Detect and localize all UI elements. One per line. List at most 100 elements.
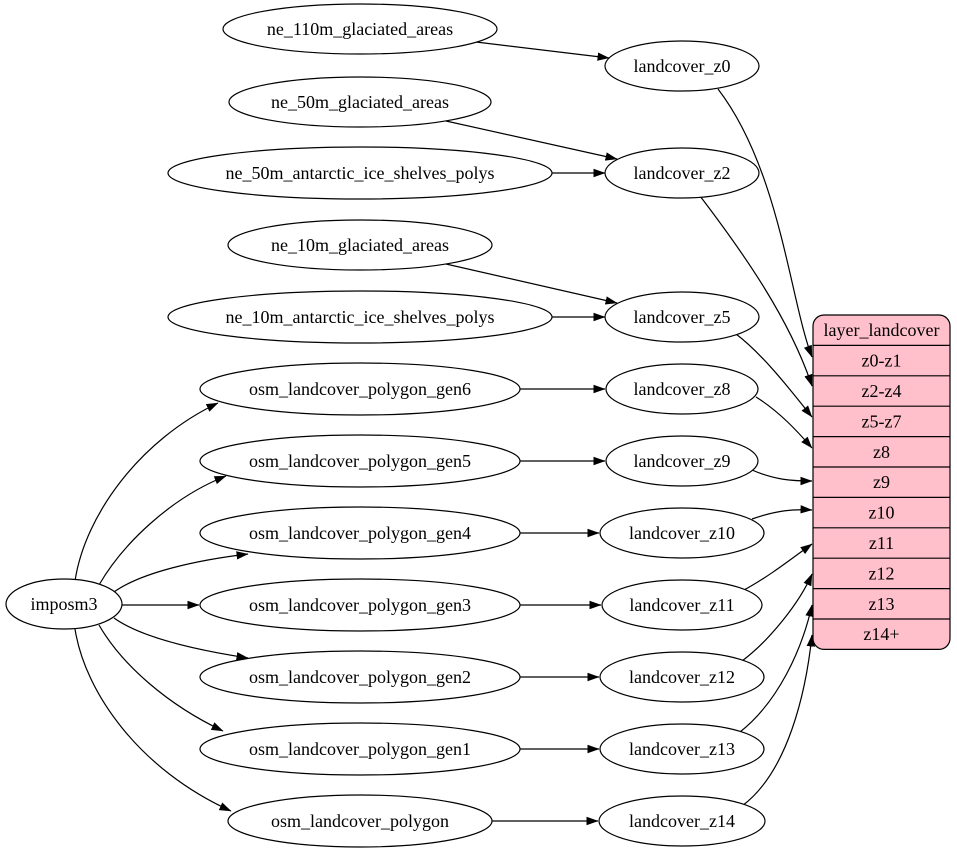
node-ellipse-imposm3 bbox=[5, 578, 123, 630]
node-ellipse-landcover_z11 bbox=[601, 579, 763, 631]
node-label-ne_110m_glaciated_areas: ne_110m_glaciated_areas bbox=[267, 19, 453, 39]
edge-landcover_z10-to-layer_landcover-z10 bbox=[751, 505, 813, 520]
edge-imposm3-to-osm_landcover_polygon_gen2 bbox=[113, 617, 249, 661]
node-label-osm_landcover_polygon: osm_landcover_polygon bbox=[271, 811, 449, 831]
edge-landcover_z14-to-layer_landcover-z14+ bbox=[741, 634, 815, 807]
edge-imposm3-to-osm_landcover_polygon bbox=[74, 628, 232, 812]
node-label-landcover_z5: landcover_z5 bbox=[634, 307, 731, 327]
table-row-z8: z8 bbox=[873, 442, 890, 462]
node-ellipse-landcover_z5 bbox=[604, 291, 760, 343]
edge-landcover_z9-to-layer_landcover-z9 bbox=[751, 469, 813, 486]
node-label-landcover_z10: landcover_z10 bbox=[629, 523, 735, 543]
node-label-ne_50m_antarctic_ice_shelves_polys: ne_50m_antarctic_ice_shelves_polys bbox=[226, 163, 495, 183]
edge-landcover_z2-to-layer_landcover-z2-z4 bbox=[699, 195, 813, 387]
node-ellipse-landcover_z12 bbox=[599, 651, 765, 703]
node-label-osm_landcover_polygon_gen5: osm_landcover_polygon_gen5 bbox=[249, 451, 471, 471]
node-osm_landcover_polygon_gen1: osm_landcover_polygon_gen1 bbox=[199, 722, 521, 776]
node-ellipse-osm_landcover_polygon_gen1 bbox=[199, 722, 521, 776]
node-label-ne_50m_glaciated_areas: ne_50m_glaciated_areas bbox=[271, 92, 449, 112]
node-label-landcover_z8: landcover_z8 bbox=[634, 379, 731, 399]
node-ne_50m_glaciated_areas: ne_50m_glaciated_areas bbox=[228, 76, 492, 128]
node-landcover_z0: landcover_z0 bbox=[604, 40, 760, 92]
node-landcover_z14: landcover_z14 bbox=[598, 795, 766, 847]
node-label-landcover_z13: landcover_z13 bbox=[629, 739, 735, 759]
node-landcover_z2: landcover_z2 bbox=[604, 147, 760, 199]
node-label-osm_landcover_polygon_gen4: osm_landcover_polygon_gen4 bbox=[249, 523, 471, 543]
table-title: layer_landcover bbox=[824, 320, 940, 340]
node-ellipse-landcover_z9 bbox=[605, 435, 759, 487]
edge-imposm3-to-osm_landcover_polygon_gen1 bbox=[98, 624, 224, 732]
node-ne_50m_antarctic_ice_shelves_polys: ne_50m_antarctic_ice_shelves_polys bbox=[167, 146, 553, 200]
node-label-landcover_z9: landcover_z9 bbox=[634, 451, 731, 471]
table-row-z11: z11 bbox=[869, 533, 894, 553]
table-row-z10: z10 bbox=[869, 503, 895, 523]
node-imposm3: imposm3 bbox=[5, 578, 123, 630]
table-row-z9: z9 bbox=[873, 472, 890, 492]
node-label-osm_landcover_polygon_gen6: osm_landcover_polygon_gen6 bbox=[249, 379, 471, 399]
node-ellipse-ne_110m_glaciated_areas bbox=[222, 3, 498, 55]
node-ellipse-osm_landcover_polygon bbox=[227, 794, 493, 848]
node-ellipse-landcover_z0 bbox=[604, 40, 760, 92]
node-ellipse-osm_landcover_polygon_gen3 bbox=[199, 578, 521, 632]
node-ne_110m_glaciated_areas: ne_110m_glaciated_areas bbox=[222, 3, 498, 55]
node-label-ne_10m_glaciated_areas: ne_10m_glaciated_areas bbox=[271, 235, 449, 255]
node-landcover_z5: landcover_z5 bbox=[604, 291, 760, 343]
node-label-osm_landcover_polygon_gen3: osm_landcover_polygon_gen3 bbox=[249, 595, 471, 615]
node-ne_10m_glaciated_areas: ne_10m_glaciated_areas bbox=[227, 219, 493, 271]
node-ne_10m_antarctic_ice_shelves_polys: ne_10m_antarctic_ice_shelves_polys bbox=[167, 290, 553, 344]
edge-landcover_z8-to-layer_landcover-z8 bbox=[755, 396, 813, 449]
node-ellipse-ne_50m_glaciated_areas bbox=[228, 76, 492, 128]
node-landcover_z9: landcover_z9 bbox=[605, 435, 759, 487]
node-ellipse-ne_10m_glaciated_areas bbox=[227, 219, 493, 271]
record-table-layer: layer_landcover z0-z1 z2-z4 z5-z7 z8 z9 z10 z11… bbox=[812, 314, 951, 650]
node-label-landcover_z0: landcover_z0 bbox=[634, 56, 731, 76]
node-osm_landcover_polygon_gen2: osm_landcover_polygon_gen2 bbox=[199, 650, 521, 704]
node-osm_landcover_polygon_gen3: osm_landcover_polygon_gen3 bbox=[199, 578, 521, 632]
edge-imposm3-to-osm_landcover_polygon_gen4 bbox=[113, 551, 249, 593]
edge-landcover_z13-to-layer_landcover-z13 bbox=[739, 604, 814, 733]
node-label-imposm3: imposm3 bbox=[30, 594, 97, 614]
table-row-z5-z7: z5-z7 bbox=[862, 411, 902, 431]
edge-landcover_z5-to-layer_landcover-z5-z7 bbox=[735, 333, 813, 418]
node-landcover_z10: landcover_z10 bbox=[599, 507, 765, 559]
edge-imposm3-to-osm_landcover_polygon_gen6 bbox=[74, 402, 219, 582]
node-ellipse-ne_10m_antarctic_ice_shelves_polys bbox=[167, 290, 553, 344]
table-row-z13: z13 bbox=[869, 594, 895, 614]
table-outline bbox=[812, 314, 951, 650]
edge-imposm3-to-osm_landcover_polygon_gen5 bbox=[98, 475, 227, 586]
node-landcover_z8: landcover_z8 bbox=[605, 363, 759, 415]
table-row-z14+: z14+ bbox=[863, 624, 899, 644]
table-row-z12: z12 bbox=[869, 563, 895, 583]
edge-landcover_z12-to-layer_landcover-z12 bbox=[741, 573, 813, 662]
nodes-layer: imposm3 ne_110m_glaciated_areas ne_50m_gla… bbox=[5, 3, 766, 848]
node-label-landcover_z12: landcover_z12 bbox=[629, 667, 735, 687]
edge-ne_10m_glaciated_areas-to-landcover_z5 bbox=[445, 263, 618, 305]
node-label-landcover_z11: landcover_z11 bbox=[629, 595, 734, 615]
node-ellipse-landcover_z8 bbox=[605, 363, 759, 415]
node-label-osm_landcover_polygon_gen1: osm_landcover_polygon_gen1 bbox=[249, 739, 471, 759]
node-ellipse-osm_landcover_polygon_gen5 bbox=[199, 434, 521, 488]
node-ellipse-landcover_z10 bbox=[599, 507, 765, 559]
edge-landcover_z11-to-layer_landcover-z11 bbox=[743, 543, 813, 591]
edge-ne_50m_glaciated_areas-to-landcover_z2 bbox=[445, 120, 618, 161]
node-label-osm_landcover_polygon_gen2: osm_landcover_polygon_gen2 bbox=[249, 667, 471, 687]
edge-ne_110m_glaciated_areas-to-landcover_z0 bbox=[475, 41, 610, 61]
node-ellipse-osm_landcover_polygon_gen2 bbox=[199, 650, 521, 704]
node-ellipse-ne_50m_antarctic_ice_shelves_polys bbox=[167, 146, 553, 200]
node-osm_landcover_polygon: osm_landcover_polygon bbox=[227, 794, 493, 848]
node-osm_landcover_polygon_gen4: osm_landcover_polygon_gen4 bbox=[199, 506, 521, 560]
node-ellipse-landcover_z13 bbox=[599, 723, 765, 775]
node-osm_landcover_polygon_gen6: osm_landcover_polygon_gen6 bbox=[199, 362, 521, 416]
node-label-landcover_z2: landcover_z2 bbox=[634, 163, 731, 183]
node-label-ne_10m_antarctic_ice_shelves_polys: ne_10m_antarctic_ice_shelves_polys bbox=[226, 307, 495, 327]
edge-landcover_z0-to-layer_landcover-z0-z1 bbox=[717, 88, 813, 358]
table-row-z2-z4: z2-z4 bbox=[862, 381, 902, 401]
node-ellipse-osm_landcover_polygon_gen6 bbox=[199, 362, 521, 416]
node-osm_landcover_polygon_gen5: osm_landcover_polygon_gen5 bbox=[199, 434, 521, 488]
node-landcover_z13: landcover_z13 bbox=[599, 723, 765, 775]
table-row-z0-z1: z0-z1 bbox=[862, 351, 902, 371]
edges-layer bbox=[74, 41, 815, 826]
node-ellipse-landcover_z14 bbox=[598, 795, 766, 847]
